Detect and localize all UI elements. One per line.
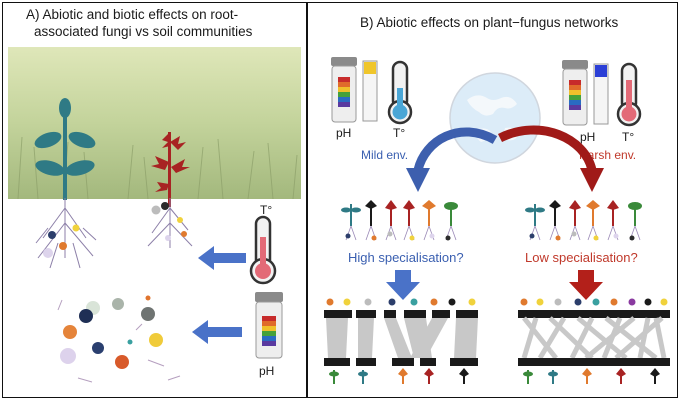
red-plant-icon bbox=[151, 132, 190, 207]
panel-a-ph-label: pH bbox=[259, 364, 275, 378]
red-plant-roots bbox=[147, 198, 193, 248]
thermometer-icon bbox=[249, 215, 277, 285]
mild-plant-row bbox=[341, 200, 458, 241]
panel-b-frame bbox=[307, 2, 678, 398]
mild-ph-label: pH bbox=[336, 126, 352, 140]
harsh-network bbox=[518, 298, 670, 384]
red-down-arrow bbox=[569, 270, 603, 300]
blue-down-arrow bbox=[386, 270, 420, 300]
panel-b-title: B) Abiotic effects on plant−fungus netwo… bbox=[360, 15, 619, 30]
harsh-plant-row bbox=[525, 200, 642, 241]
panel-a-temp-label: T° bbox=[260, 203, 273, 217]
harsh-thermometer-icon bbox=[616, 62, 642, 127]
arrow-ph-to-soil bbox=[192, 320, 242, 344]
panel-a-frame bbox=[2, 2, 307, 398]
mild-thermometer-icon bbox=[387, 60, 413, 125]
teal-plant-icon bbox=[34, 98, 96, 200]
ph-vial-icon bbox=[255, 292, 283, 359]
mild-ph-vial-icon bbox=[331, 57, 378, 123]
curved-arrows bbox=[406, 125, 604, 192]
low-specialisation-label: Low specialisation? bbox=[525, 250, 638, 265]
soil-community bbox=[57, 295, 181, 383]
panel-a-title-line1: A) Abiotic and biotic effects on root- bbox=[26, 7, 239, 22]
arrow-temp-to-roots bbox=[198, 246, 246, 270]
harsh-ph-vial-icon bbox=[562, 60, 609, 126]
mild-network bbox=[324, 298, 478, 384]
teal-plant-roots bbox=[35, 198, 97, 269]
panel-a-title: A) Abiotic and biotic effects on root- a… bbox=[26, 6, 296, 40]
harsh-env-label: Harsh env. bbox=[579, 148, 637, 162]
mild-env-label: Mild env. bbox=[361, 148, 409, 162]
mild-temp-label: T° bbox=[393, 126, 406, 140]
harsh-temp-label: T° bbox=[622, 130, 635, 144]
harsh-ph-label: pH bbox=[580, 130, 596, 144]
high-specialisation-label: High specialisation? bbox=[348, 250, 464, 265]
panel-a-title-line2: associated fungi vs soil communities bbox=[34, 24, 253, 39]
